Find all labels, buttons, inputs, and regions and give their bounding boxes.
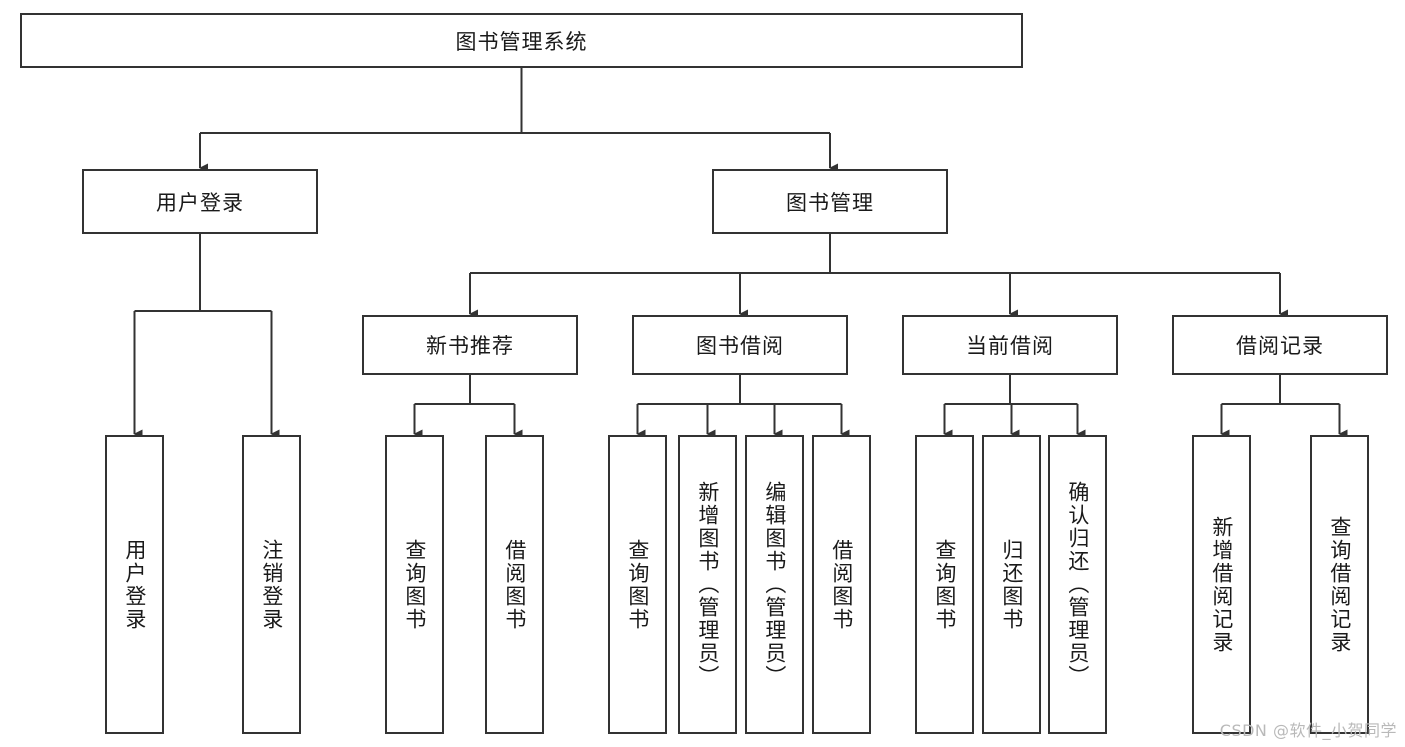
diagram-node-current[interactable]: 当前借阅 [902,315,1118,375]
diagram-node-f-bw-query[interactable]: 查询图书 [608,435,667,734]
node-label: 当前借阅 [966,334,1054,358]
diagram-node-f-bw-borrow[interactable]: 借阅图书 [812,435,871,734]
diagram-node-f-nb-query[interactable]: 查询图书 [385,435,444,734]
node-label: 注销登录 [259,538,284,631]
node-label: 查询借阅记录 [1327,515,1352,654]
diagram-node-newbook[interactable]: 新书推荐 [362,315,578,375]
node-label: 借阅图书 [829,538,854,631]
diagram-node-f-rc-query[interactable]: 查询借阅记录 [1310,435,1369,734]
node-label: 图书借阅 [696,334,784,358]
node-label: 查询图书 [625,538,650,631]
diagram-node-f-nb-borrow[interactable]: 借阅图书 [485,435,544,734]
node-label: 图书管理 [786,190,874,215]
edge-group [133,68,1348,439]
diagram-node-login[interactable]: 用户登录 [82,169,318,234]
node-label: 新书推荐 [426,334,514,358]
diagram-node-f-cu-return[interactable]: 归还图书 [982,435,1041,734]
node-label: 借阅记录 [1236,334,1324,358]
diagram-node-f-rc-add[interactable]: 新增借阅记录 [1192,435,1251,734]
diagram-node-root[interactable]: 图书管理系统 [20,13,1023,68]
node-label: 新增图书（管理员） [695,481,720,688]
node-label: 编辑图书（管理员） [762,481,787,688]
node-label: 图书管理系统 [455,29,588,54]
diagram-node-f-logout[interactable]: 注销登录 [242,435,301,734]
diagram-node-f-cu-confirm[interactable]: 确认归还（管理员） [1048,435,1107,734]
diagram-node-bookmgmt[interactable]: 图书管理 [712,169,948,234]
diagram-node-f-bw-add[interactable]: 新增图书（管理员） [678,435,737,734]
diagram-node-f-login[interactable]: 用户登录 [105,435,164,734]
node-label: 用户登录 [122,538,147,631]
node-label: 查询图书 [932,538,957,631]
watermark-text: CSDN @软件_小贺同学 [1219,721,1397,740]
node-label: 用户登录 [156,190,244,215]
diagram-node-f-bw-edit[interactable]: 编辑图书（管理员） [745,435,804,734]
node-label: 新增借阅记录 [1209,515,1234,654]
node-label: 归还图书 [999,538,1024,631]
node-label: 借阅图书 [502,538,527,631]
diagram-node-borrow[interactable]: 图书借阅 [632,315,848,375]
diagram-node-f-cu-query[interactable]: 查询图书 [915,435,974,734]
diagram-node-records[interactable]: 借阅记录 [1172,315,1388,375]
node-label: 确认归还（管理员） [1065,481,1090,688]
node-label: 查询图书 [402,538,427,631]
